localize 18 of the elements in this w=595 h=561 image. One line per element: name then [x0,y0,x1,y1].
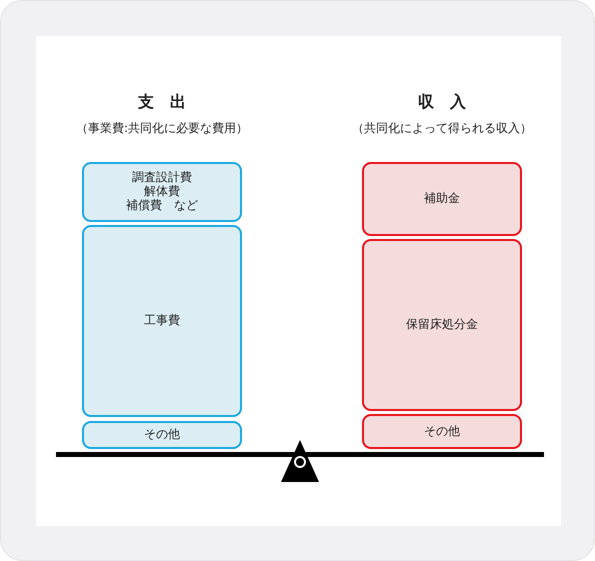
subheading: （共同化によって得られる収入） [351,120,533,137]
item-text: その他 [144,428,180,442]
item-text: 補助金 [424,192,460,206]
category-box [82,421,242,449]
heading: 収 入 [417,92,467,113]
category-box [362,414,522,449]
category-box [362,239,522,411]
item-text: 補償費 など [126,198,198,213]
item-text: 保留床処分金 [406,318,478,332]
category-box [82,225,242,417]
item-text: その他 [424,424,460,438]
subheading: （事業費:共同化に必要な費用） [74,120,250,137]
category-box [82,162,242,222]
item-text: 解体費 [144,185,180,199]
item-text: 工事費 [144,314,180,328]
category-box [362,162,522,236]
item-text: 調査設計費 [132,171,192,185]
heading: 支 出 [137,92,187,113]
